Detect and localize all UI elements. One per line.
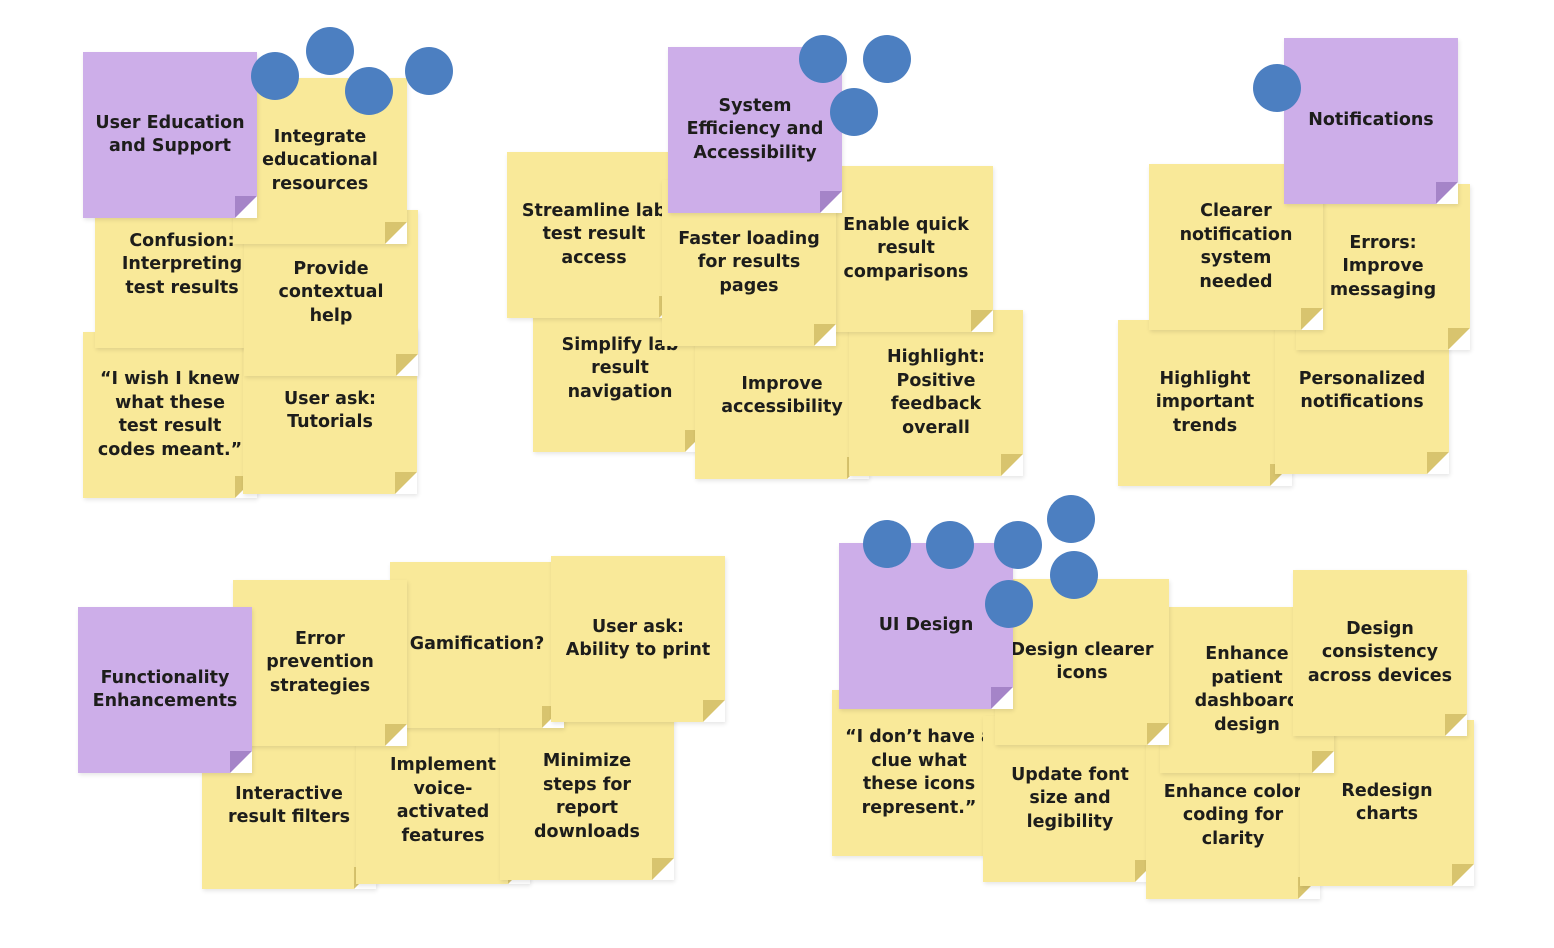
- sticky-note[interactable]: Streamline lab test result access: [507, 152, 681, 318]
- sticky-note[interactable]: Minimize steps for report downloads: [500, 714, 674, 880]
- vote-dot[interactable]: [863, 35, 911, 83]
- vote-dot[interactable]: [1253, 64, 1301, 112]
- sticky-note[interactable]: User ask: Ability to print: [551, 556, 725, 722]
- vote-dot[interactable]: [863, 520, 911, 568]
- sticky-note[interactable]: “I don’t have a clue what these icons re…: [832, 690, 1006, 856]
- vote-dot[interactable]: [799, 35, 847, 83]
- sticky-note[interactable]: Gamification?: [390, 562, 564, 728]
- vote-dot[interactable]: [994, 521, 1042, 569]
- sticky-note[interactable]: Error prevention strategies: [233, 580, 407, 746]
- vote-dot[interactable]: [830, 88, 878, 136]
- category-header-functionality[interactable]: Functionality Enhancements: [78, 607, 252, 773]
- sticky-note[interactable]: Highlight: Positive feedback overall: [849, 310, 1023, 476]
- sticky-note[interactable]: Clearer notification system needed: [1149, 164, 1323, 330]
- sticky-note[interactable]: Errors: Improve messaging: [1296, 184, 1470, 350]
- vote-dot[interactable]: [251, 52, 299, 100]
- vote-dot[interactable]: [985, 580, 1033, 628]
- vote-dot[interactable]: [1047, 495, 1095, 543]
- category-header-notifications[interactable]: Notifications: [1284, 38, 1458, 204]
- vote-dot[interactable]: [405, 47, 453, 95]
- sticky-note[interactable]: “I wish I knew what these test result co…: [83, 332, 257, 498]
- category-header-ui-design[interactable]: UI Design: [839, 543, 1013, 709]
- vote-dot[interactable]: [926, 521, 974, 569]
- sticky-note[interactable]: Enable quick result comparisons: [819, 166, 993, 332]
- sticky-note[interactable]: Highlight important trends: [1118, 320, 1292, 486]
- category-header-user-education[interactable]: User Education and Support: [83, 52, 257, 218]
- vote-dot[interactable]: [306, 27, 354, 75]
- sticky-note[interactable]: Design consistency across devices: [1293, 570, 1467, 736]
- vote-dot[interactable]: [345, 67, 393, 115]
- vote-dot[interactable]: [1050, 551, 1098, 599]
